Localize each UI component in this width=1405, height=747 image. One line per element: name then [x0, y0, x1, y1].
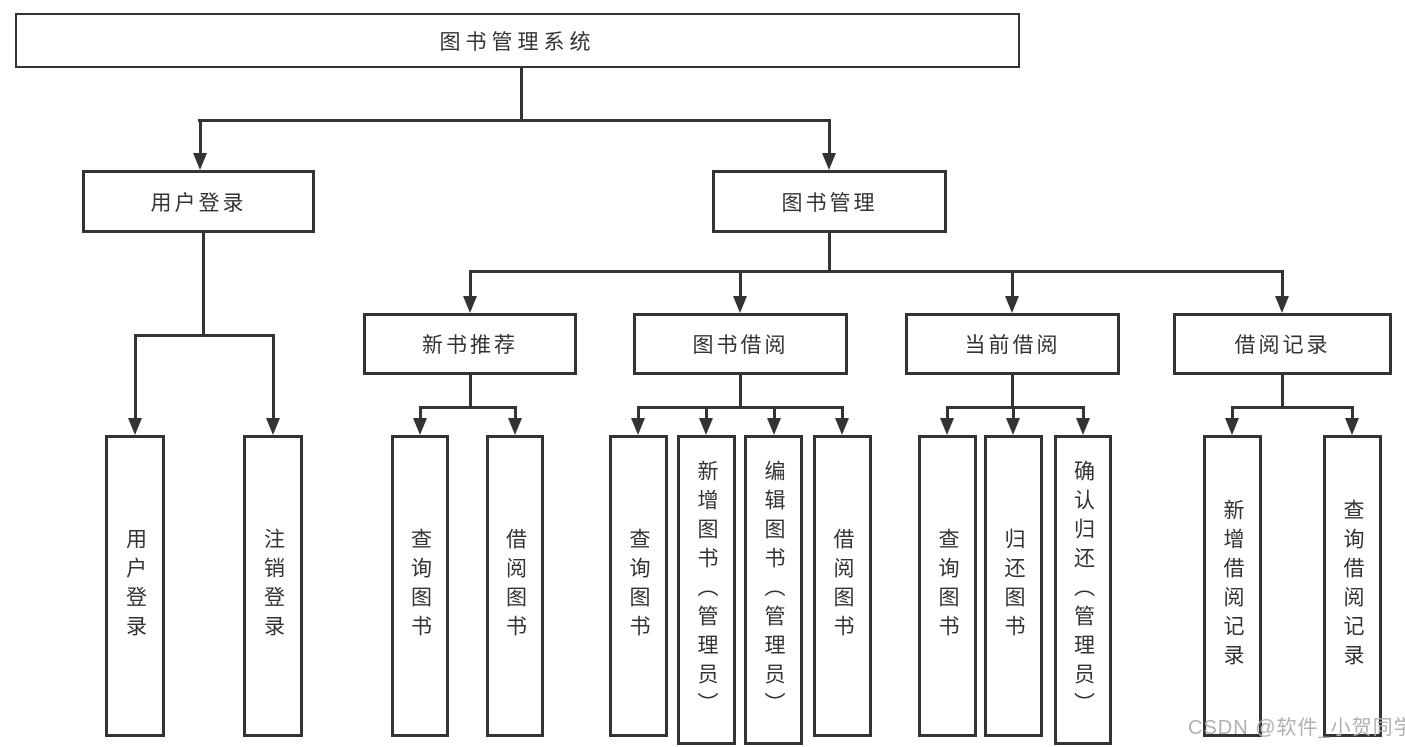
connector-line	[739, 375, 742, 407]
connector-line	[828, 119, 831, 155]
node-borrowing-records: 借阅记录	[1173, 313, 1392, 375]
arrowhead-down-icon	[1345, 418, 1359, 435]
connector-line	[419, 406, 516, 409]
node-label: 查询图书	[627, 528, 650, 644]
leaf-add-books-admin: 新增图书（管理员）	[677, 435, 736, 745]
arrowhead-down-icon	[767, 418, 781, 435]
leaf-current-query-books: 查询图书	[918, 435, 977, 737]
connector-line	[1231, 406, 1234, 420]
leaf-confirm-return-admin: 确认归还（管理员）	[1054, 435, 1112, 745]
connector-line	[1281, 375, 1284, 407]
connector-line	[469, 375, 472, 407]
leaf-logout: 注销登录	[243, 435, 303, 737]
arrowhead-down-icon	[1076, 418, 1090, 435]
arrowhead-down-icon	[940, 418, 954, 435]
arrowhead-down-icon	[631, 418, 645, 435]
connector-line	[1011, 375, 1014, 407]
connector-line	[1231, 406, 1353, 409]
node-label: 新增借阅记录	[1221, 499, 1244, 673]
connector-line	[198, 119, 831, 122]
node-book-management: 图书管理	[712, 170, 947, 233]
connector-line	[1011, 270, 1014, 298]
connector-line	[1012, 406, 1015, 420]
connector-line	[199, 119, 202, 155]
arrowhead-down-icon	[463, 296, 477, 313]
leaf-recommend-borrow-books: 借阅图书	[486, 435, 544, 737]
node-label: 注销登录	[261, 528, 285, 644]
leaf-user-login: 用户登录	[105, 435, 165, 737]
connector-line	[1281, 270, 1284, 298]
node-label: 确认归还（管理员）	[1071, 459, 1095, 721]
arrowhead-down-icon	[1275, 296, 1289, 313]
arrowhead-down-icon	[835, 418, 849, 435]
node-label: 用户登录	[123, 528, 147, 644]
connector-line	[1082, 406, 1085, 420]
node-label: 新书推荐	[422, 334, 518, 357]
node-label: 归还图书	[1002, 528, 1025, 644]
leaf-edit-books-admin: 编辑图书（管理员）	[744, 435, 803, 745]
connector-line	[1351, 406, 1354, 420]
connector-line	[739, 270, 742, 298]
arrowhead-down-icon	[1225, 418, 1239, 435]
node-label: 图书借阅	[692, 334, 789, 357]
node-label: 图书管理	[781, 191, 878, 215]
connector-line	[773, 406, 776, 420]
arrowhead-down-icon	[266, 418, 280, 435]
connector-line	[637, 406, 843, 409]
connector-line	[272, 334, 275, 419]
node-library-system: 图书管理系统	[15, 13, 1020, 68]
connector-line	[134, 334, 137, 419]
arrowhead-down-icon	[733, 296, 747, 313]
leaf-return-books: 归还图书	[984, 435, 1043, 737]
arrowhead-down-icon	[413, 418, 427, 435]
connector-line	[469, 270, 1283, 273]
connector-line	[469, 270, 472, 298]
connector-line	[134, 334, 275, 337]
node-label: 借阅图书	[831, 528, 854, 644]
arrowhead-down-icon	[1006, 418, 1020, 435]
leaf-add-borrow-record: 新增借阅记录	[1203, 435, 1262, 737]
connector-line	[828, 233, 831, 272]
connector-line	[946, 406, 949, 420]
node-label: 编辑图书（管理员）	[762, 459, 785, 721]
node-label: 借阅记录	[1234, 334, 1331, 357]
watermark: CSDN @软件_小贺同学	[1188, 717, 1405, 739]
connector-line	[514, 406, 517, 420]
node-label: 用户登录	[150, 191, 247, 215]
node-label: 查询图书	[936, 528, 959, 644]
node-current-borrowing: 当前借阅	[905, 313, 1120, 375]
connector-line	[841, 406, 844, 420]
node-label: 当前借阅	[964, 334, 1061, 357]
arrowhead-down-icon	[822, 153, 836, 170]
connector-line	[419, 406, 422, 420]
leaf-recommend-query-books: 查询图书	[391, 435, 449, 737]
node-book-borrowing: 图书借阅	[633, 313, 848, 375]
leaf-borrowing-query-books: 查询图书	[609, 435, 668, 737]
arrowhead-down-icon	[699, 418, 713, 435]
arrowhead-down-icon	[193, 153, 207, 170]
node-label: 借阅图书	[503, 528, 527, 644]
node-label: 查询借阅记录	[1341, 499, 1364, 673]
node-new-book-recommendation: 新书推荐	[363, 313, 577, 375]
connector-line	[520, 67, 523, 120]
node-label: 查询图书	[408, 528, 432, 644]
arrowhead-down-icon	[1005, 296, 1019, 313]
node-label: 图书管理系统	[439, 30, 596, 54]
connector-line	[637, 406, 640, 420]
node-user-login: 用户登录	[82, 170, 315, 233]
connector-line	[202, 233, 205, 335]
leaf-borrowing-borrow-books: 借阅图书	[813, 435, 872, 737]
arrowhead-down-icon	[128, 418, 142, 435]
connector-line	[705, 406, 708, 420]
connector-line	[946, 406, 1084, 409]
leaf-query-borrow-record: 查询借阅记录	[1323, 435, 1382, 737]
arrowhead-down-icon	[508, 418, 522, 435]
node-label: 新增图书（管理员）	[695, 459, 718, 721]
